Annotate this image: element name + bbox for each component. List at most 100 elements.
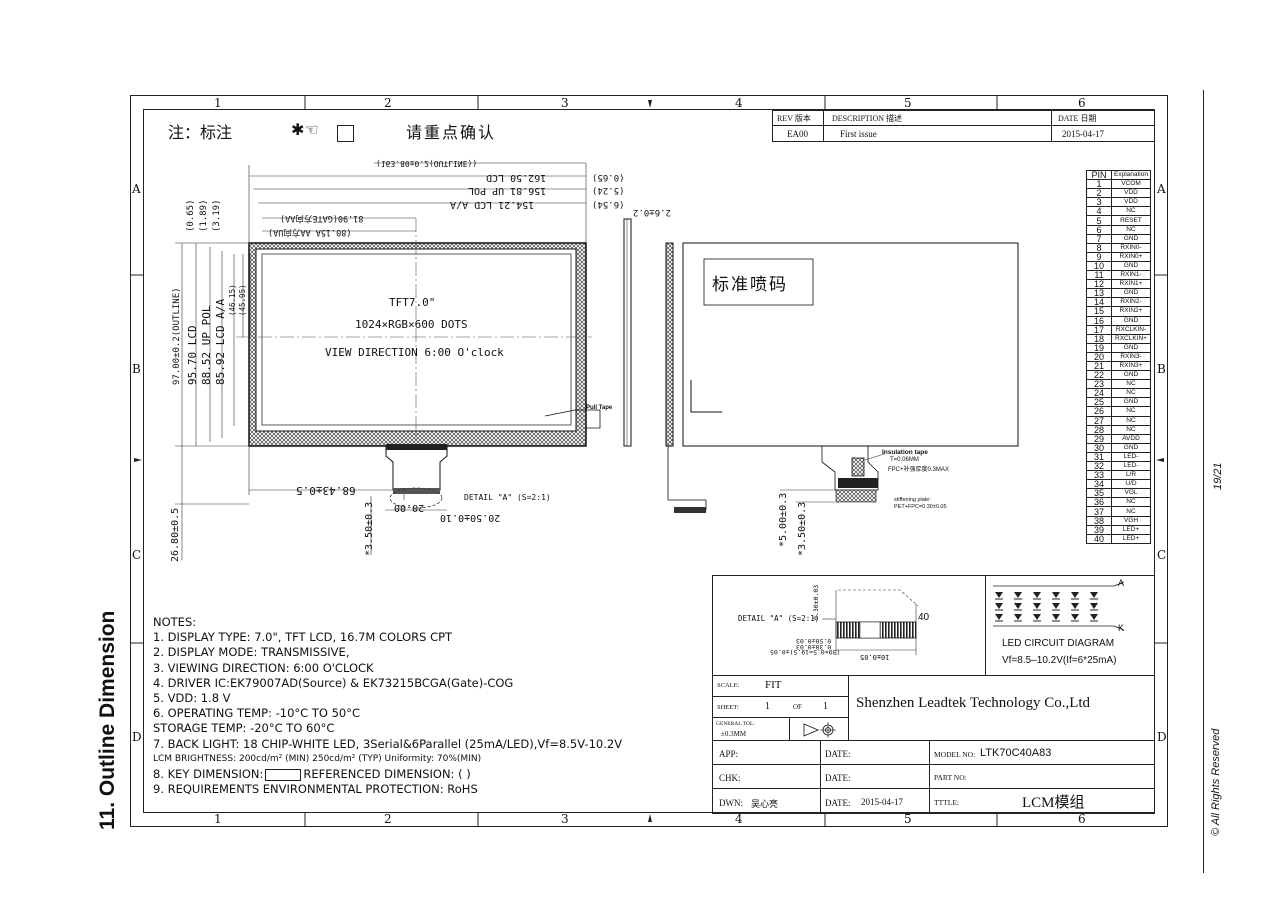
- led-diagram-title: LED CIRCUIT DIAGRAM: [1002, 638, 1115, 649]
- led-diode-icon: [1052, 603, 1060, 609]
- company-name: Shenzhen Leadtek Technology Co.,Ltd: [856, 695, 1091, 711]
- led-diode-icon: [1033, 592, 1041, 598]
- pin-signal: RXIN3-: [1111, 351, 1151, 362]
- pin-signal: RXIN1+: [1111, 279, 1151, 290]
- zone-col-1-top: 1: [214, 96, 222, 110]
- led-diode-icon: [1014, 614, 1022, 620]
- pin-signal: RXIN3+: [1111, 360, 1151, 372]
- chk-cell: CHK:: [712, 764, 821, 789]
- pin-signal: U/D: [1111, 479, 1151, 490]
- stiffening-label: stiffening plate:: [894, 497, 931, 503]
- led-diode-icon: [1052, 614, 1060, 620]
- pin-signal: GND: [1111, 342, 1151, 353]
- note-6b: STORAGE TEMP: -20°C TO 60°C: [153, 721, 335, 736]
- pin-signal: L/R: [1111, 470, 1151, 481]
- note-9: 9. REQUIREMENTS ENVIRONMENTAL PROTECTION…: [153, 782, 478, 797]
- title-cell: TTTLE: LCM模组: [929, 788, 1155, 814]
- led-diagram-spec: Vf=8.5–10.2V(If=6*25mA): [1002, 655, 1117, 666]
- app-cell: APP:: [712, 740, 821, 765]
- hand-pointer-icon: ✱☜: [291, 122, 319, 139]
- view-direction-label: VIEW DIRECTION 6:00 O'clock: [325, 346, 504, 359]
- led-diode-icon: [995, 603, 1003, 609]
- pin-signal: RXIN2+: [1111, 306, 1151, 317]
- zone-col-1-bottom: 1: [214, 812, 222, 826]
- zone-col-5-top: 5: [904, 96, 912, 110]
- led-diode-icon: [1071, 592, 1079, 598]
- pin-signal: GND: [1111, 315, 1151, 326]
- date-value-cell: 2015-04-17: [1051, 125, 1155, 142]
- zone-col-3-top: 3: [561, 96, 569, 110]
- scale-cell: SCALE: FIT: [712, 675, 849, 697]
- stamp-label: 标准喷码: [712, 275, 788, 294]
- notes-block: NOTES: 1. DISPLAY TYPE: 7.0", TFT LCD, 1…: [153, 615, 622, 797]
- zone-row-b-right: B: [1157, 362, 1166, 376]
- led-diode-icon: [1090, 614, 1098, 620]
- pin-signal: LED-: [1111, 460, 1151, 472]
- zone-col-3-bottom: 3: [561, 812, 569, 826]
- pin-signal: GND: [1111, 442, 1151, 453]
- resolution-label: 1024×RGB×600 DOTS: [355, 318, 468, 331]
- led-diode-icon: [1052, 592, 1060, 598]
- led-cathode-label: K: [1118, 623, 1125, 633]
- part-cell: PART NO:: [929, 764, 1155, 789]
- pin-signal: RXIN1-: [1111, 270, 1151, 281]
- note-6: 6. OPERATING TEMP: -10°C TO 50°C: [153, 706, 361, 721]
- led-diode-icon: [995, 592, 1003, 598]
- pin-signal: GND: [1111, 370, 1151, 381]
- pin-signal: GND: [1111, 288, 1151, 299]
- tolerance-cell: GENERAL TOL: ±0.3MM: [712, 717, 790, 741]
- pin-signal: AVDD: [1111, 433, 1151, 444]
- pin-signal: LED+: [1111, 533, 1151, 544]
- zone-row-c-left: C: [132, 548, 142, 562]
- detail-pin-count: 40: [918, 612, 930, 623]
- insulation-tape-label: Insulation tape: [882, 449, 928, 456]
- dwn-cell: DWN: 吴心亮: [712, 788, 821, 814]
- insulation-thickness: T=0.06MM: [890, 457, 919, 463]
- chk-date-cell: DATE:: [820, 764, 930, 789]
- pin-signal: NC: [1111, 415, 1151, 426]
- led-diode-icon: [1090, 592, 1098, 598]
- stiffening-spec: PET+FPC=0.30±0.05: [894, 504, 947, 510]
- led-diode-icon: [1090, 603, 1098, 609]
- pin-signal: LED-: [1111, 451, 1151, 463]
- mark-note-label: 注：标注: [168, 123, 233, 142]
- pin-signal: VGL: [1111, 488, 1151, 499]
- pin-signal: RXIN2-: [1111, 297, 1151, 308]
- projection-symbol-icon: [789, 717, 849, 741]
- pin-signal: NC: [1111, 497, 1151, 508]
- zone-col-2-bottom: 2: [384, 812, 392, 826]
- pin-signal: NC: [1111, 406, 1151, 417]
- pin-signal: NC: [1111, 379, 1151, 390]
- pin-signal: GND: [1111, 260, 1151, 272]
- zone-col-4-bottom: 4: [735, 812, 743, 826]
- zone-row-d-right: D: [1157, 730, 1167, 744]
- drawing-border-outer: [130, 95, 1168, 827]
- zone-row-c-right: C: [1157, 548, 1167, 562]
- led-diode-icon: [1071, 603, 1079, 609]
- model-cell: MODEL NO: LTK70C40A83: [929, 740, 1155, 765]
- app-date-cell: DATE:: [820, 740, 930, 765]
